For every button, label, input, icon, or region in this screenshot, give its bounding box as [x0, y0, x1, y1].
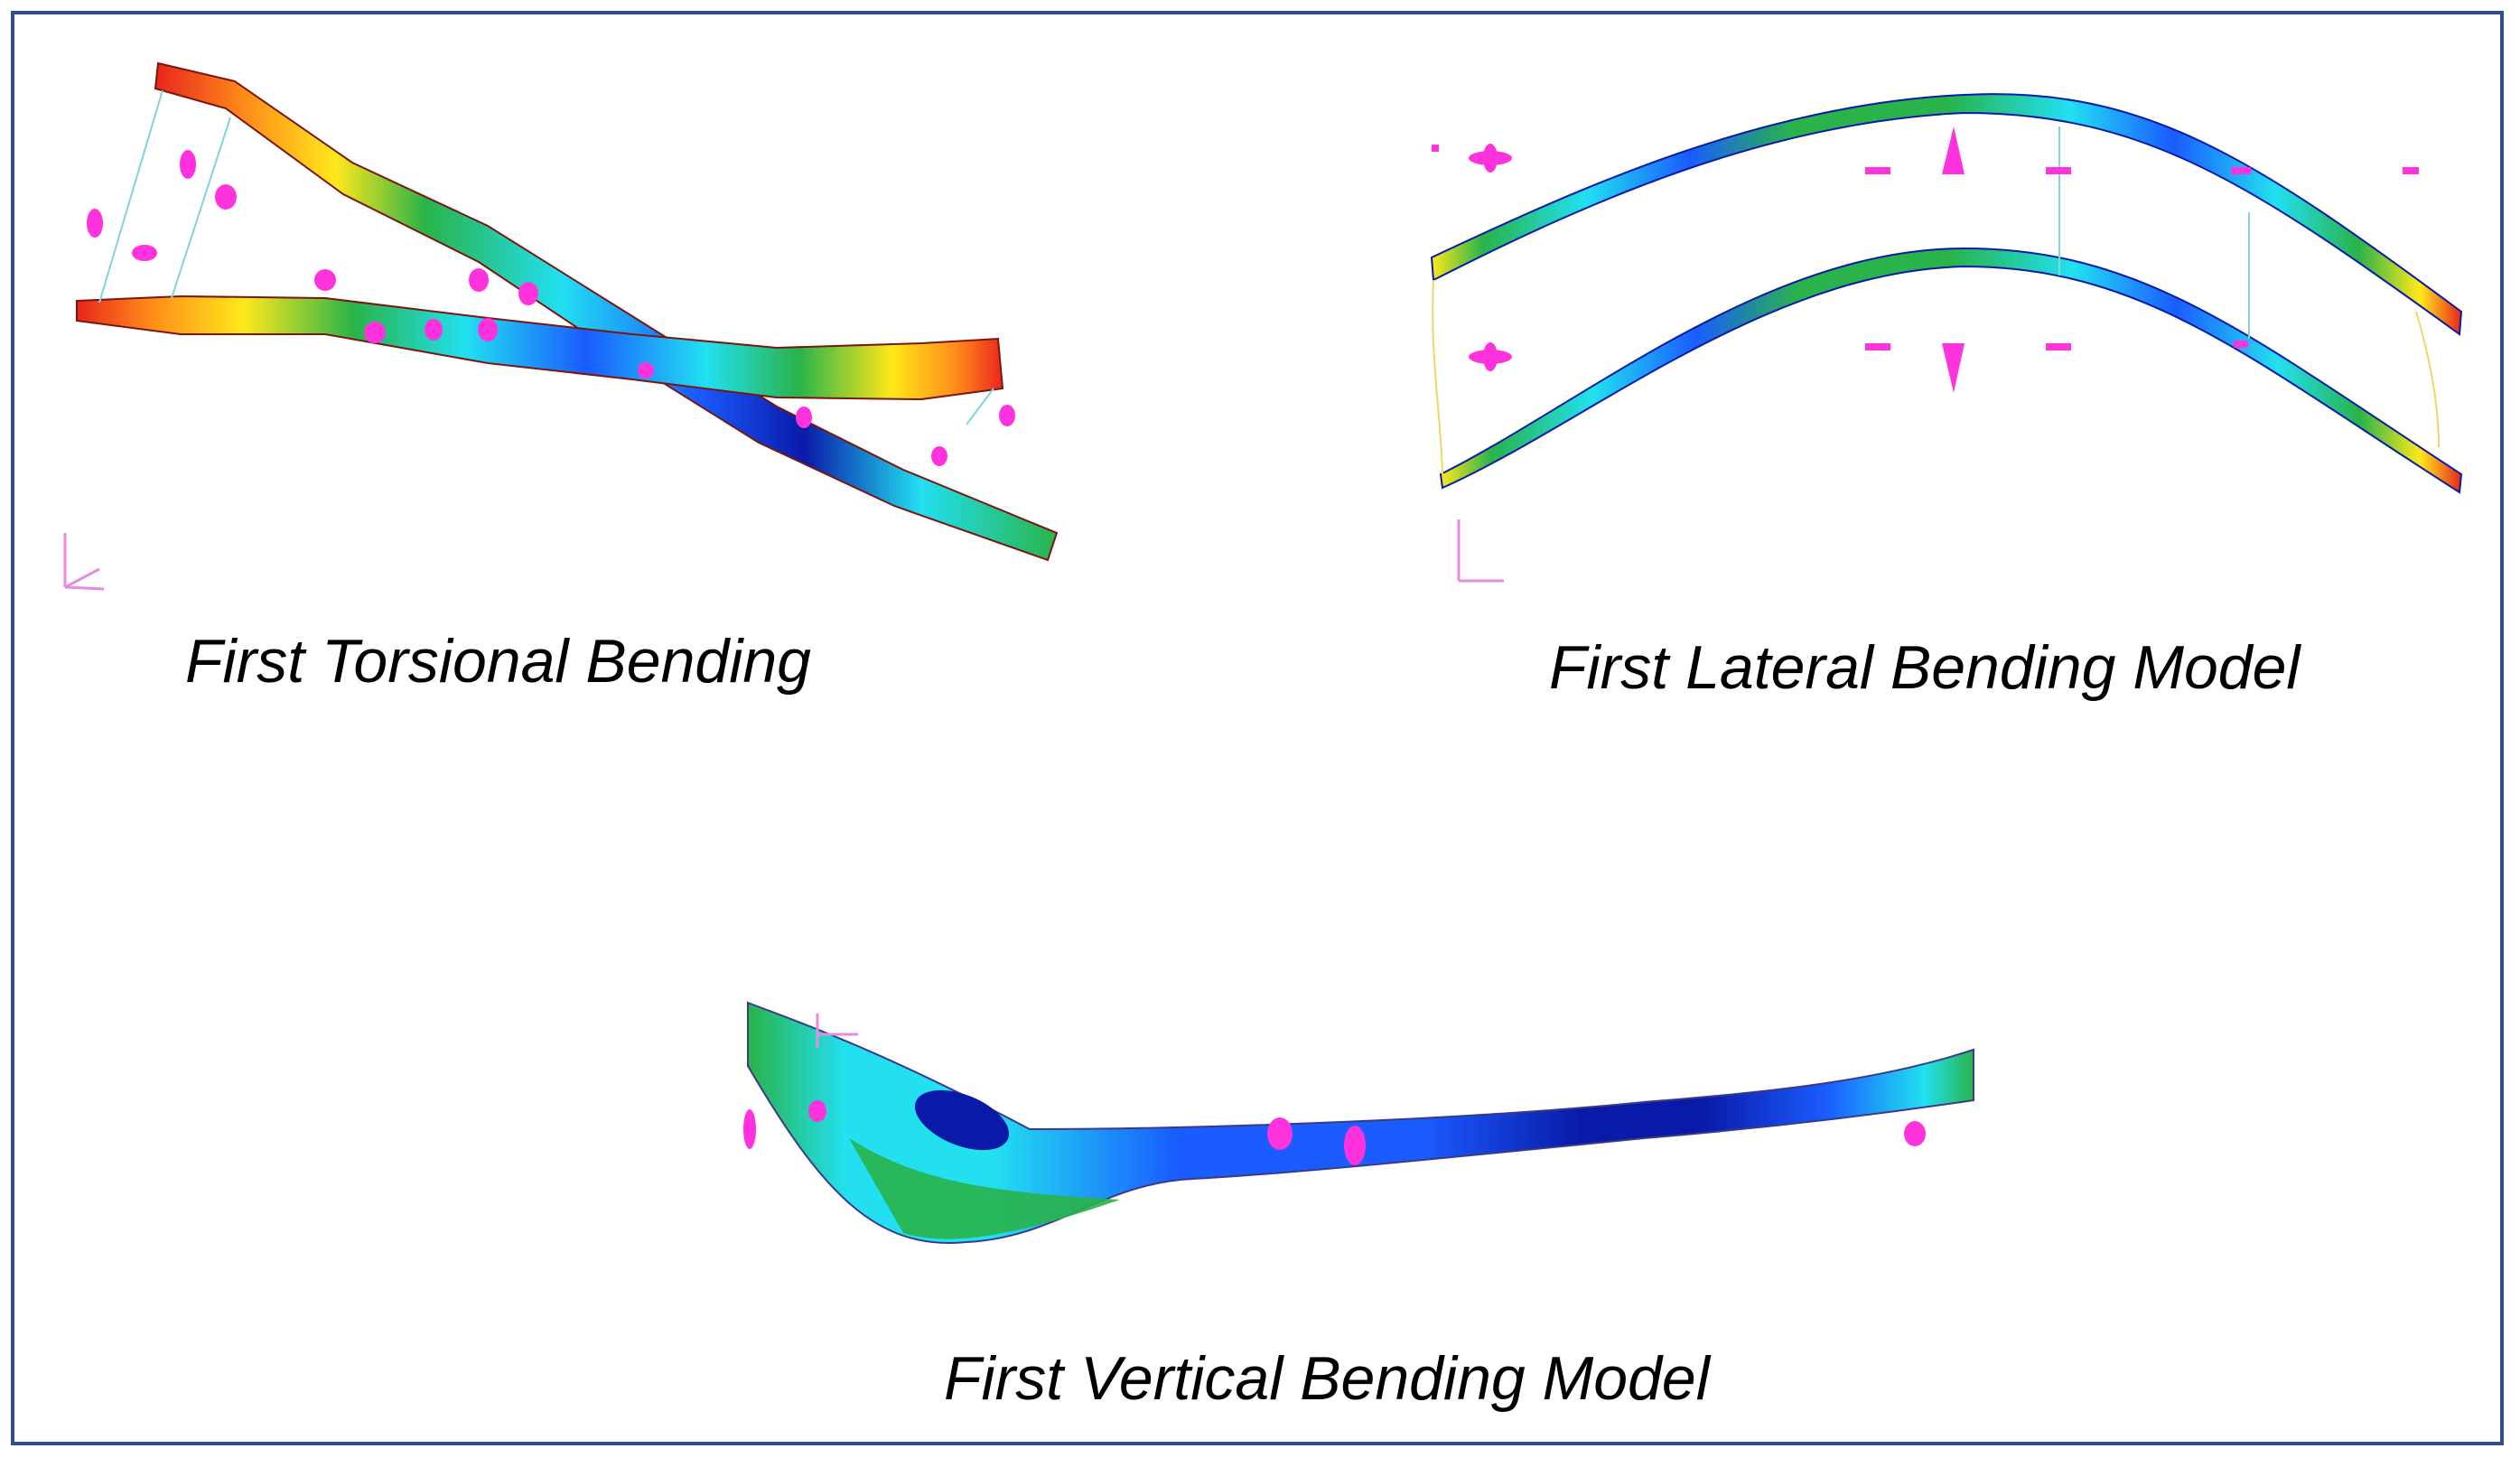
- torsional-beam-a: [154, 61, 1059, 562]
- vertical-beam: [747, 1001, 1974, 1244]
- lateral-beam-lower: [1439, 247, 2463, 494]
- vertical-flange: [849, 1138, 1120, 1239]
- caption-lateral: First Lateral Bending Model: [1549, 633, 2301, 702]
- axis-triad-icon: [63, 533, 105, 591]
- axis-triad-icon: [816, 1014, 858, 1048]
- torsional-links: [98, 89, 994, 425]
- caption-vertical: First Vertical Bending Model: [944, 1344, 1710, 1413]
- torsional-mode-plot: [63, 61, 1059, 591]
- axis-triad-icon: [1457, 519, 1504, 583]
- constraint-marker-icon: [87, 150, 1015, 466]
- vertical-hotspot: [914, 1089, 1010, 1151]
- constraint-marker-icon: [1432, 126, 2419, 393]
- constraint-marker-icon: [743, 1100, 1926, 1165]
- figure-frame: [11, 11, 2504, 1445]
- caption-torsional: First Torsional Bending: [185, 627, 811, 696]
- lateral-links: [1432, 126, 2440, 475]
- vertical-mode-plot: [743, 1001, 1974, 1244]
- torsional-beam-b: [76, 294, 1004, 401]
- lateral-mode-plot: [1430, 93, 2463, 583]
- lateral-beam-upper: [1430, 93, 2463, 336]
